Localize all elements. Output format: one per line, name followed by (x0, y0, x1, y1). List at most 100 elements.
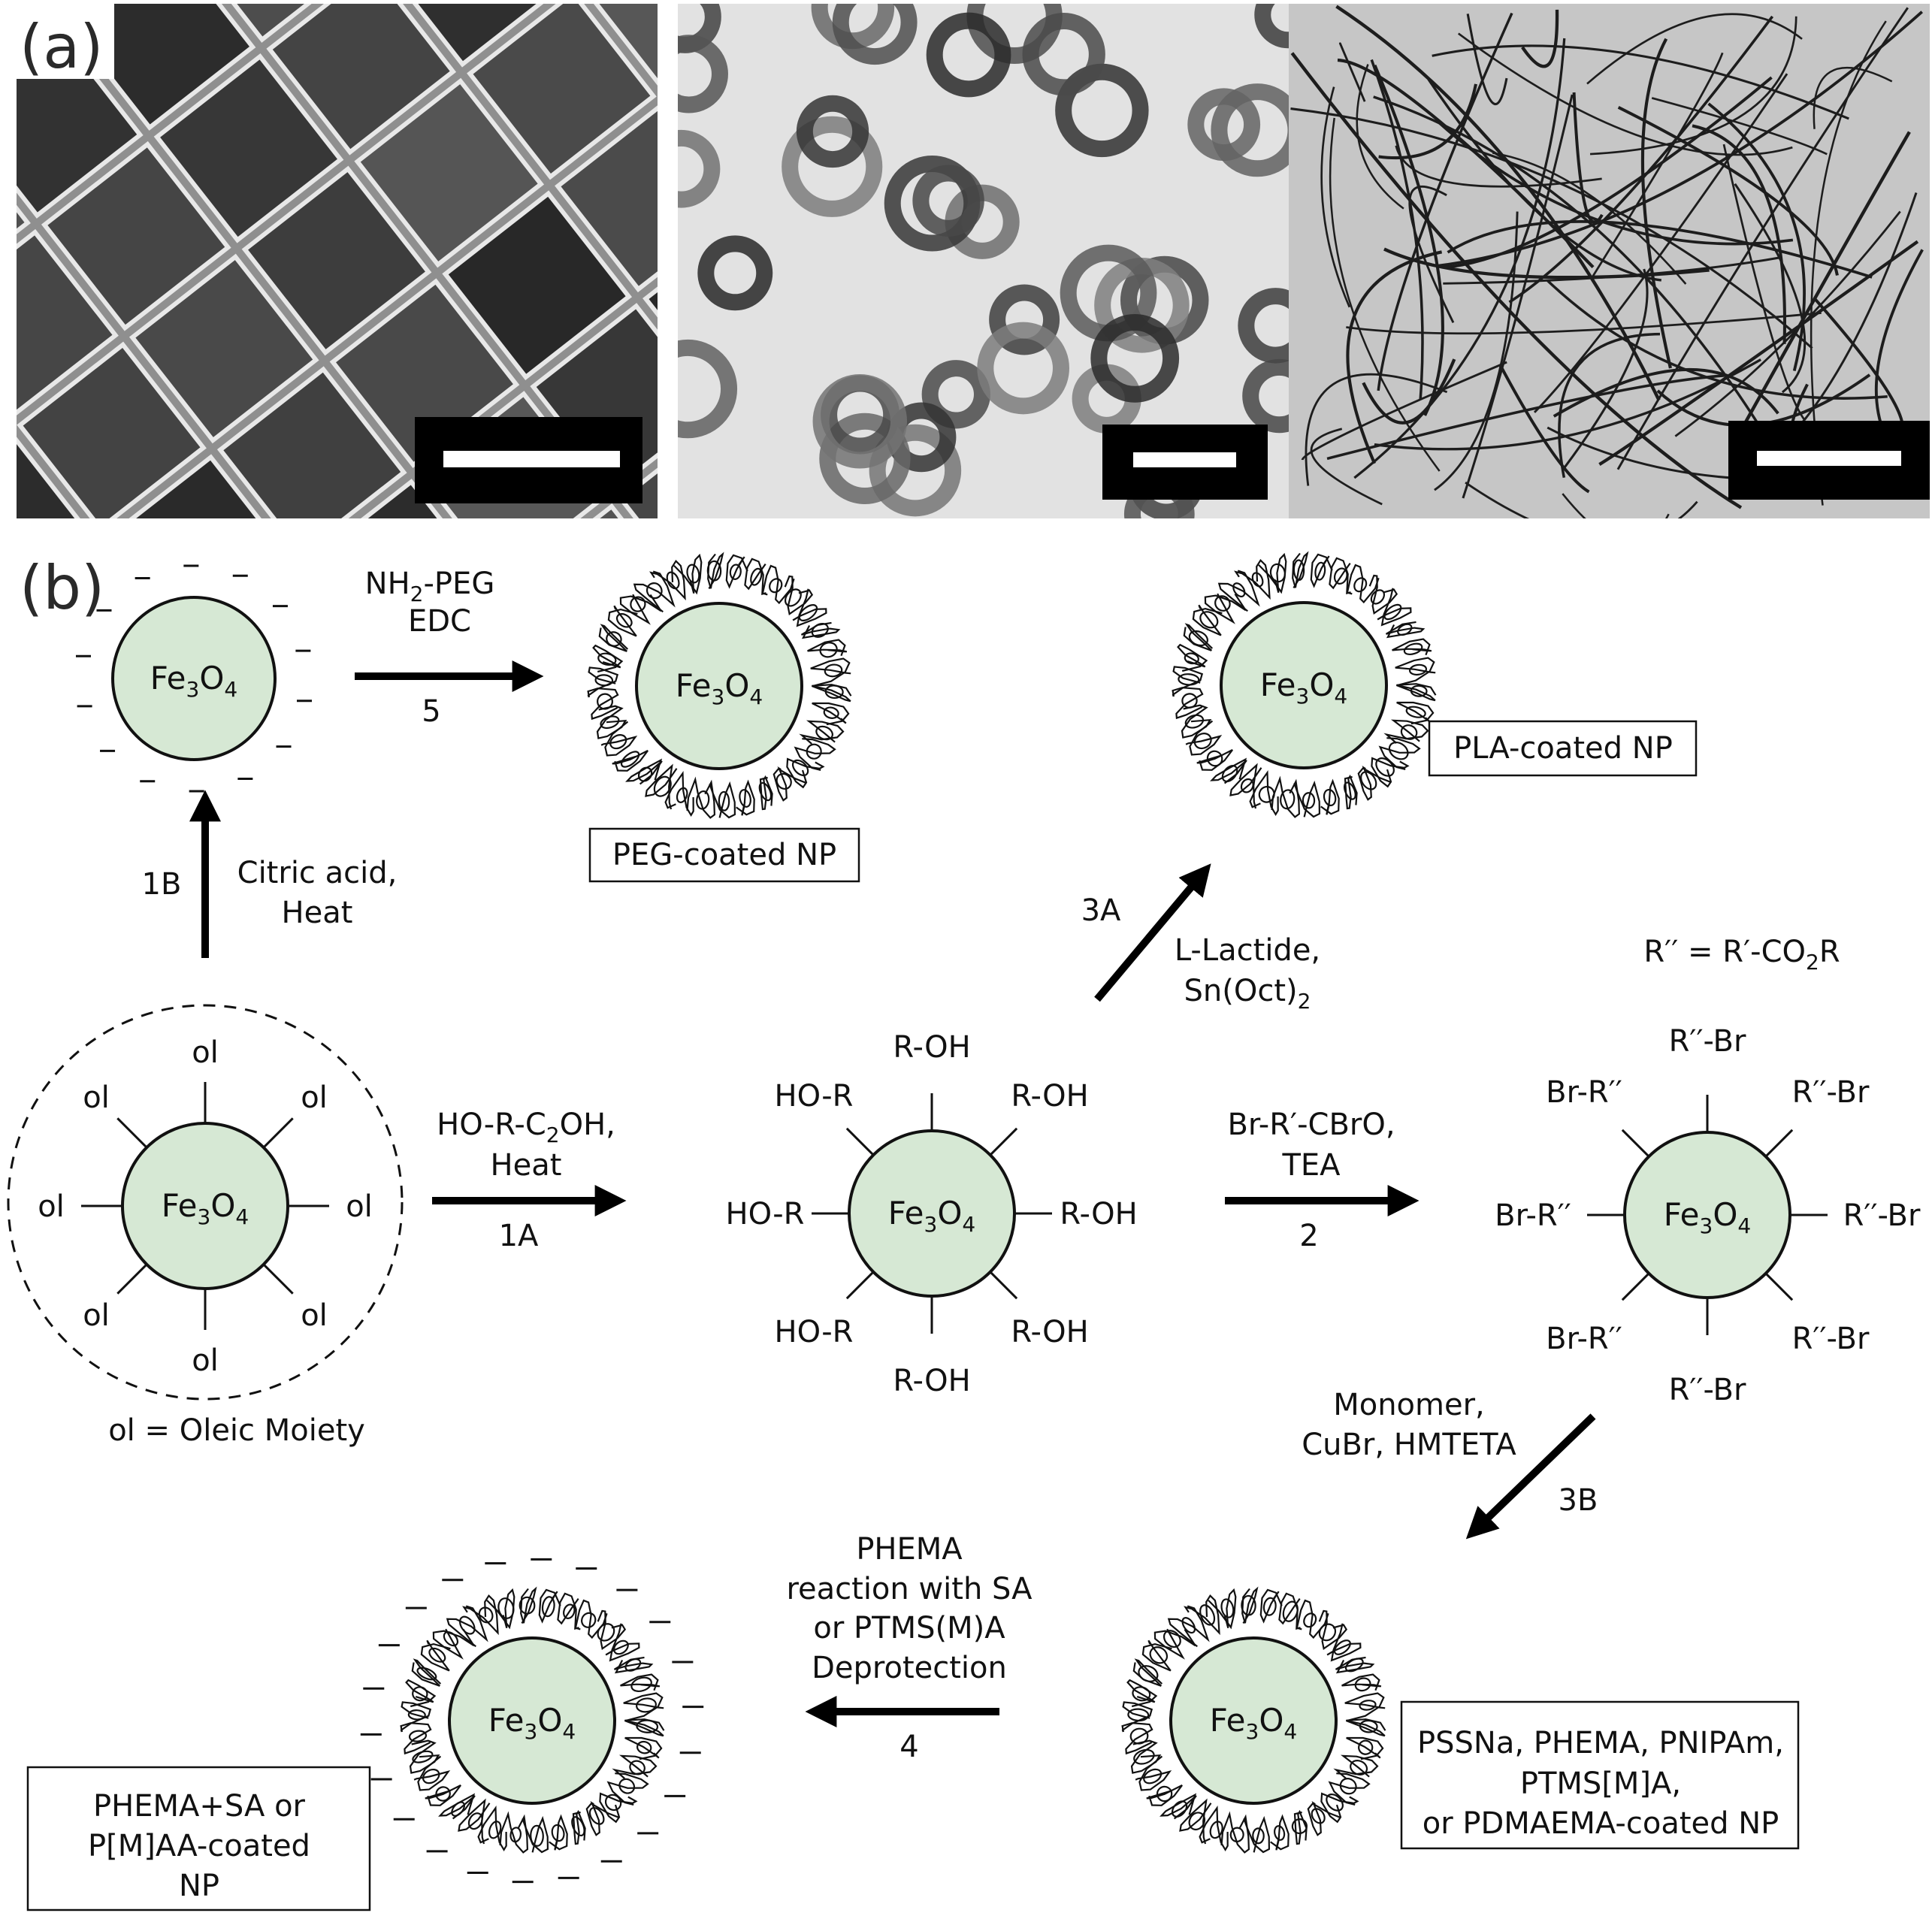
polymer-chain (587, 688, 619, 721)
polymer-chain (1249, 769, 1279, 817)
polymer-chain (592, 644, 624, 673)
final-label-line2: P[M]AA-coated (88, 1829, 310, 1863)
nanowire (1377, 12, 1513, 391)
ligand-bond (1621, 1129, 1650, 1158)
nanowire (1373, 65, 1444, 416)
ligand-bond (1764, 1129, 1794, 1158)
polymer-chain (585, 1800, 620, 1836)
polymer-chain (1184, 1594, 1220, 1636)
nanocube (17, 341, 207, 518)
ligand-bond (1764, 1272, 1794, 1301)
polymer-chain (587, 666, 619, 698)
polymer-loop (1240, 778, 1254, 793)
polymer-chain (1344, 1692, 1386, 1722)
final-label-line1: PHEMA+SA or (93, 1789, 306, 1824)
core-label: Fe3O4 (676, 667, 763, 709)
polymer-chain (624, 1736, 663, 1760)
polymer-chain (1383, 719, 1429, 744)
polymer-chain (411, 1658, 442, 1687)
nanocube (371, 795, 555, 978)
polymer-chain (1234, 558, 1271, 600)
scale-bar (443, 451, 620, 467)
polymer-loop (696, 790, 710, 810)
nanoring (1055, 63, 1149, 158)
ligand-label: HO-R (726, 1197, 805, 1231)
nanowire (1353, 38, 1566, 479)
polymer-loop (563, 1603, 576, 1619)
nanowire (1640, 38, 1672, 369)
polymer-loop (1344, 1658, 1364, 1673)
ligand-bond (262, 1263, 294, 1295)
core-label: Fe3O4 (150, 660, 237, 702)
polymer-loop (1206, 750, 1223, 767)
polymer-loop (637, 766, 653, 782)
step1a-reagent: HO-R-C2OH, (437, 1108, 615, 1147)
polymer-chain (1326, 1623, 1362, 1662)
scale-bar (1757, 451, 1901, 466)
panel-label-a: (a) (20, 12, 103, 82)
nanowire (1813, 66, 1893, 129)
ligand-label: R-OH (1011, 1079, 1088, 1114)
polymer-loop (588, 1806, 605, 1825)
polymer-loop (1132, 1686, 1151, 1702)
polymer-loop (1303, 1612, 1317, 1628)
polymer-loop (620, 751, 640, 768)
polymer-chain (1181, 704, 1212, 739)
final-label-box (26, 1766, 371, 1911)
polymer-chain (446, 1605, 488, 1648)
ligand-label: HO-R (775, 1079, 854, 1114)
polymer-loop (1138, 1665, 1159, 1682)
nanocube (216, 366, 407, 518)
nanowire (1326, 374, 1725, 461)
polymer-chain (673, 553, 703, 595)
nanowire (1447, 220, 1873, 279)
ligand-label: ol (301, 1298, 328, 1333)
polymer-chain (1259, 1588, 1283, 1624)
nanoring (678, 339, 738, 439)
polymer-loop (784, 588, 802, 607)
polymer-chain (792, 588, 827, 627)
ligand-label: ol (38, 1189, 65, 1224)
polymer-chain (1357, 765, 1392, 801)
polymer-loop (1408, 663, 1428, 676)
polymer-loop (412, 1686, 428, 1702)
polymer-chain (807, 639, 848, 657)
polymer-chain (736, 779, 755, 816)
core-label: Fe3O4 (1210, 1702, 1297, 1744)
nanoring (1022, 13, 1105, 96)
nanoring (1090, 314, 1180, 403)
polymer-chain (725, 554, 748, 589)
polymer-loop (478, 1606, 494, 1624)
polymer-loop (1358, 1739, 1374, 1755)
polymer-loop (1326, 1794, 1344, 1812)
polymer-loop (408, 1730, 428, 1742)
polymer-loop (416, 1667, 437, 1681)
final-charged-np: Fe3O4 (360, 1558, 704, 1884)
nanowire (1586, 13, 1803, 85)
nanocube (41, 141, 231, 331)
polymer-chain (612, 1754, 658, 1779)
polymer-loop (1350, 1760, 1368, 1775)
polymer-loop (1353, 577, 1368, 593)
polymer-loop (1333, 567, 1348, 585)
panel-label-b: (b) (20, 553, 104, 623)
nanoring (1254, 4, 1290, 49)
polymer-chain (799, 720, 845, 745)
polymer-shell (587, 552, 852, 819)
polymer-chain (1217, 570, 1260, 612)
nanoring (912, 165, 984, 237)
polymer-chain (405, 1679, 437, 1708)
ligand-bond (845, 1127, 875, 1156)
polymer-loop (653, 775, 672, 797)
polymer-loop (1280, 789, 1296, 810)
polymer-chain (598, 624, 629, 652)
polymer-loop (636, 1719, 659, 1733)
atrp-label-line2: PTMS[M]A, (1520, 1766, 1681, 1801)
polymer-chain (812, 702, 850, 726)
nanowire (1337, 58, 1595, 269)
polymer-loop (1343, 781, 1356, 800)
nanowire (1434, 211, 1519, 491)
nanowire (1533, 73, 1788, 413)
